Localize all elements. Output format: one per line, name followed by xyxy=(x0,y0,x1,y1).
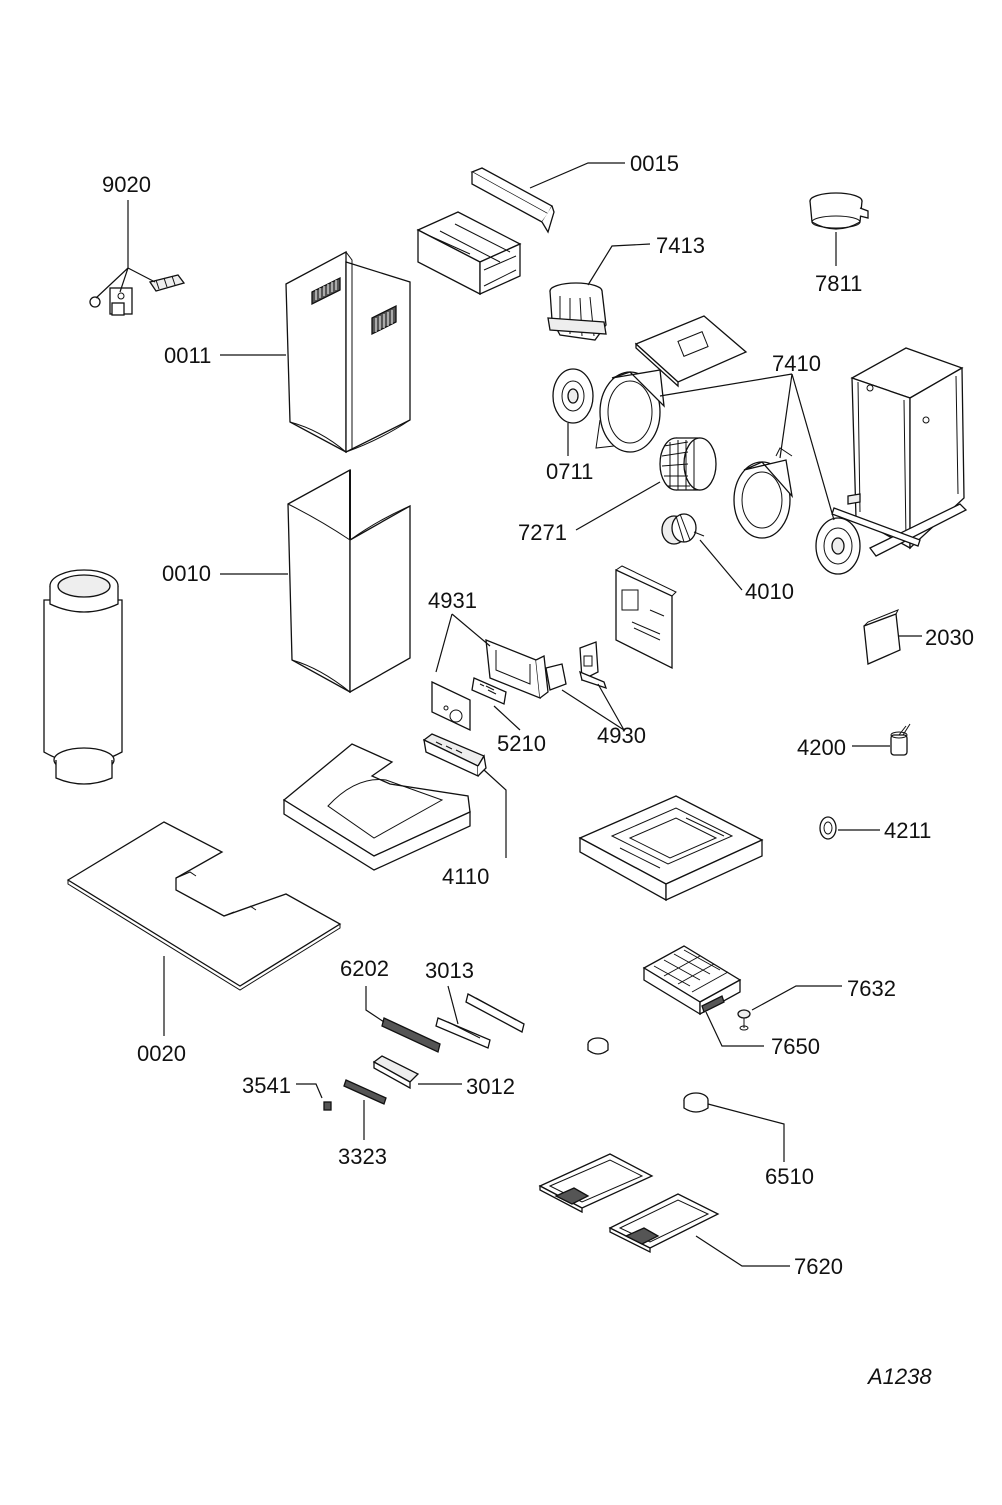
part-7410-left-scroll xyxy=(595,369,665,453)
part-4931-box xyxy=(485,638,549,700)
callout-0010: 0010 xyxy=(162,561,211,586)
part-7410-right-scroll xyxy=(733,447,794,539)
leader-4110 xyxy=(483,769,507,858)
part-4930-switch xyxy=(579,641,608,690)
leader-3541 xyxy=(296,1083,323,1099)
part-3541-clip xyxy=(323,1101,332,1111)
part-2030-pad xyxy=(863,609,901,665)
part-hood-body xyxy=(578,795,764,902)
part-4930-block xyxy=(545,663,567,691)
part-4010-motor xyxy=(661,513,705,545)
leader-5210 xyxy=(493,705,521,731)
callout-0011: 0011 xyxy=(164,343,212,368)
callout-4010: 4010 xyxy=(745,579,794,604)
leader-7620 xyxy=(695,1235,790,1267)
callout-7620: 7620 xyxy=(794,1254,843,1279)
callout-5210: 5210 xyxy=(497,731,546,756)
part-6510-knob xyxy=(683,1092,709,1113)
callout-7650: 7650 xyxy=(771,1034,820,1059)
callout-7271: 7271 xyxy=(518,520,567,545)
part-0020-template-sheet xyxy=(66,821,342,991)
callout-0020: 0020 xyxy=(137,1041,186,1066)
part-7632-knob xyxy=(737,1009,751,1031)
leader-7650 xyxy=(705,1011,764,1047)
callout-4930: 4930 xyxy=(597,723,646,748)
callout-0711: 0711 xyxy=(546,459,594,484)
callout-9020: 9020 xyxy=(102,172,151,197)
callout-4110: 4110 xyxy=(442,864,490,889)
part-0015-bracket xyxy=(470,167,555,234)
part-4110-transformer xyxy=(422,733,487,778)
part-7271-fan-wheel xyxy=(659,437,717,491)
leader-3013 xyxy=(447,985,459,1025)
part-3012-module xyxy=(372,1055,420,1090)
callout-7413: 7413 xyxy=(656,233,705,258)
callout-3323: 3323 xyxy=(338,1144,387,1169)
callout-3541: 3541 xyxy=(242,1073,291,1098)
part-7620-filter-a xyxy=(538,1153,654,1214)
leader-9020 xyxy=(95,200,156,299)
callout-3013: 3013 xyxy=(425,958,474,983)
part-0711-ring xyxy=(552,368,594,424)
part-7410-inlet-ring xyxy=(815,517,861,575)
part-4211-bushing xyxy=(819,816,837,840)
part-7413-air-outlet xyxy=(547,282,607,341)
callout-3012: 3012 xyxy=(466,1074,515,1099)
leader-7271 xyxy=(575,481,661,531)
callout-4211: 4211 xyxy=(884,818,932,843)
part-duct-adapter-box xyxy=(416,211,522,296)
part-long-bar xyxy=(465,993,525,1033)
leader-4010 xyxy=(699,539,743,591)
part-control-plate xyxy=(615,565,677,670)
drawing-id: A1238 xyxy=(868,1364,932,1389)
part-fan-housing-frame xyxy=(831,347,968,557)
callout-4200: 4200 xyxy=(797,735,846,760)
leader-0015 xyxy=(529,162,625,189)
leader-6202 xyxy=(365,986,385,1023)
part-7811-ring xyxy=(809,192,869,230)
part-4200-capacitor xyxy=(890,723,911,756)
leader-7632 xyxy=(751,985,842,1011)
callout-7410: 7410 xyxy=(772,351,821,376)
part-glass-frame xyxy=(282,743,471,871)
callout-7632: 7632 xyxy=(847,976,896,1001)
part-0010-lower-chimney xyxy=(287,468,411,694)
callout-6510: 6510 xyxy=(765,1164,814,1189)
part-7410-motor-plate xyxy=(634,315,748,388)
leader-4931 xyxy=(435,613,491,673)
callout-0015: 0015 xyxy=(630,151,679,176)
callout-2030: 2030 xyxy=(925,625,974,650)
part-6202-strip xyxy=(381,1017,441,1053)
leader-7413 xyxy=(587,243,651,286)
callout-7811: 7811 xyxy=(815,271,863,296)
leader-7410 xyxy=(659,373,835,521)
part-3013-bar xyxy=(435,1017,491,1049)
part-7650-carbon-filter xyxy=(642,945,742,1016)
leader-6510 xyxy=(707,1103,785,1162)
part-0011-upper-chimney xyxy=(285,250,411,454)
part-3323-strip xyxy=(343,1079,387,1105)
part-4931-panel xyxy=(431,680,471,732)
part-5210-pcb xyxy=(471,677,507,705)
part-9020-fixing-kit xyxy=(89,274,186,316)
upper-chimney-vents xyxy=(311,276,397,336)
leader-4930 xyxy=(561,683,625,731)
part-flexible-hose xyxy=(43,569,123,785)
part-7620-filter-b xyxy=(608,1193,720,1254)
callout-6202: 6202 xyxy=(340,956,389,981)
part-knob-left xyxy=(587,1037,609,1055)
callout-4931: 4931 xyxy=(428,588,477,613)
